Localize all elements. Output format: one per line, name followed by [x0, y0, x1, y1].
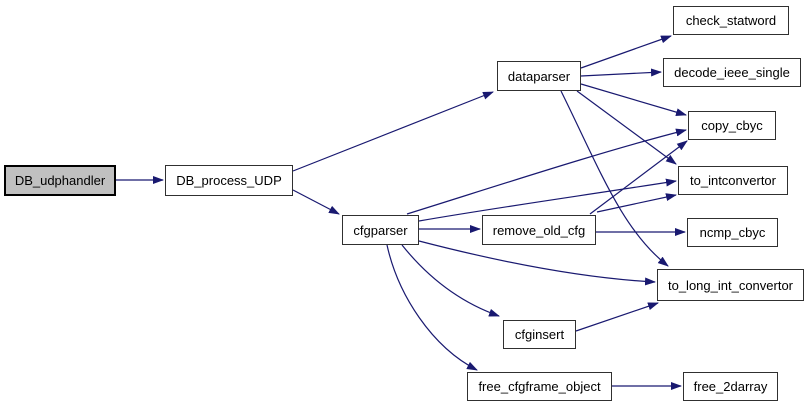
node-dataparser[interactable]: dataparser — [497, 61, 581, 91]
node-decode-ieee-single[interactable]: decode_ieee_single — [663, 58, 801, 87]
node-ncmp-cbyc[interactable]: ncmp_cbyc — [687, 218, 778, 247]
node-cfgparser[interactable]: cfgparser — [342, 215, 419, 245]
node-copy-cbyc[interactable]: copy_cbyc — [688, 111, 776, 140]
node-cfginsert[interactable]: cfginsert — [503, 320, 576, 349]
node-free-2darray[interactable]: free_2darray — [683, 372, 778, 401]
node-remove-old-cfg[interactable]: remove_old_cfg — [482, 215, 596, 245]
node-to-long-int-convertor[interactable]: to_long_int_convertor — [657, 269, 804, 301]
node-to-intconvertor[interactable]: to_intconvertor — [678, 166, 788, 195]
node-free-cfgframe-object[interactable]: free_cfgframe_object — [467, 372, 612, 401]
node-check-statword[interactable]: check_statword — [673, 6, 789, 35]
node-db-udphandler: DB_udphandler — [4, 165, 116, 196]
node-db-process-udp[interactable]: DB_process_UDP — [165, 165, 293, 196]
